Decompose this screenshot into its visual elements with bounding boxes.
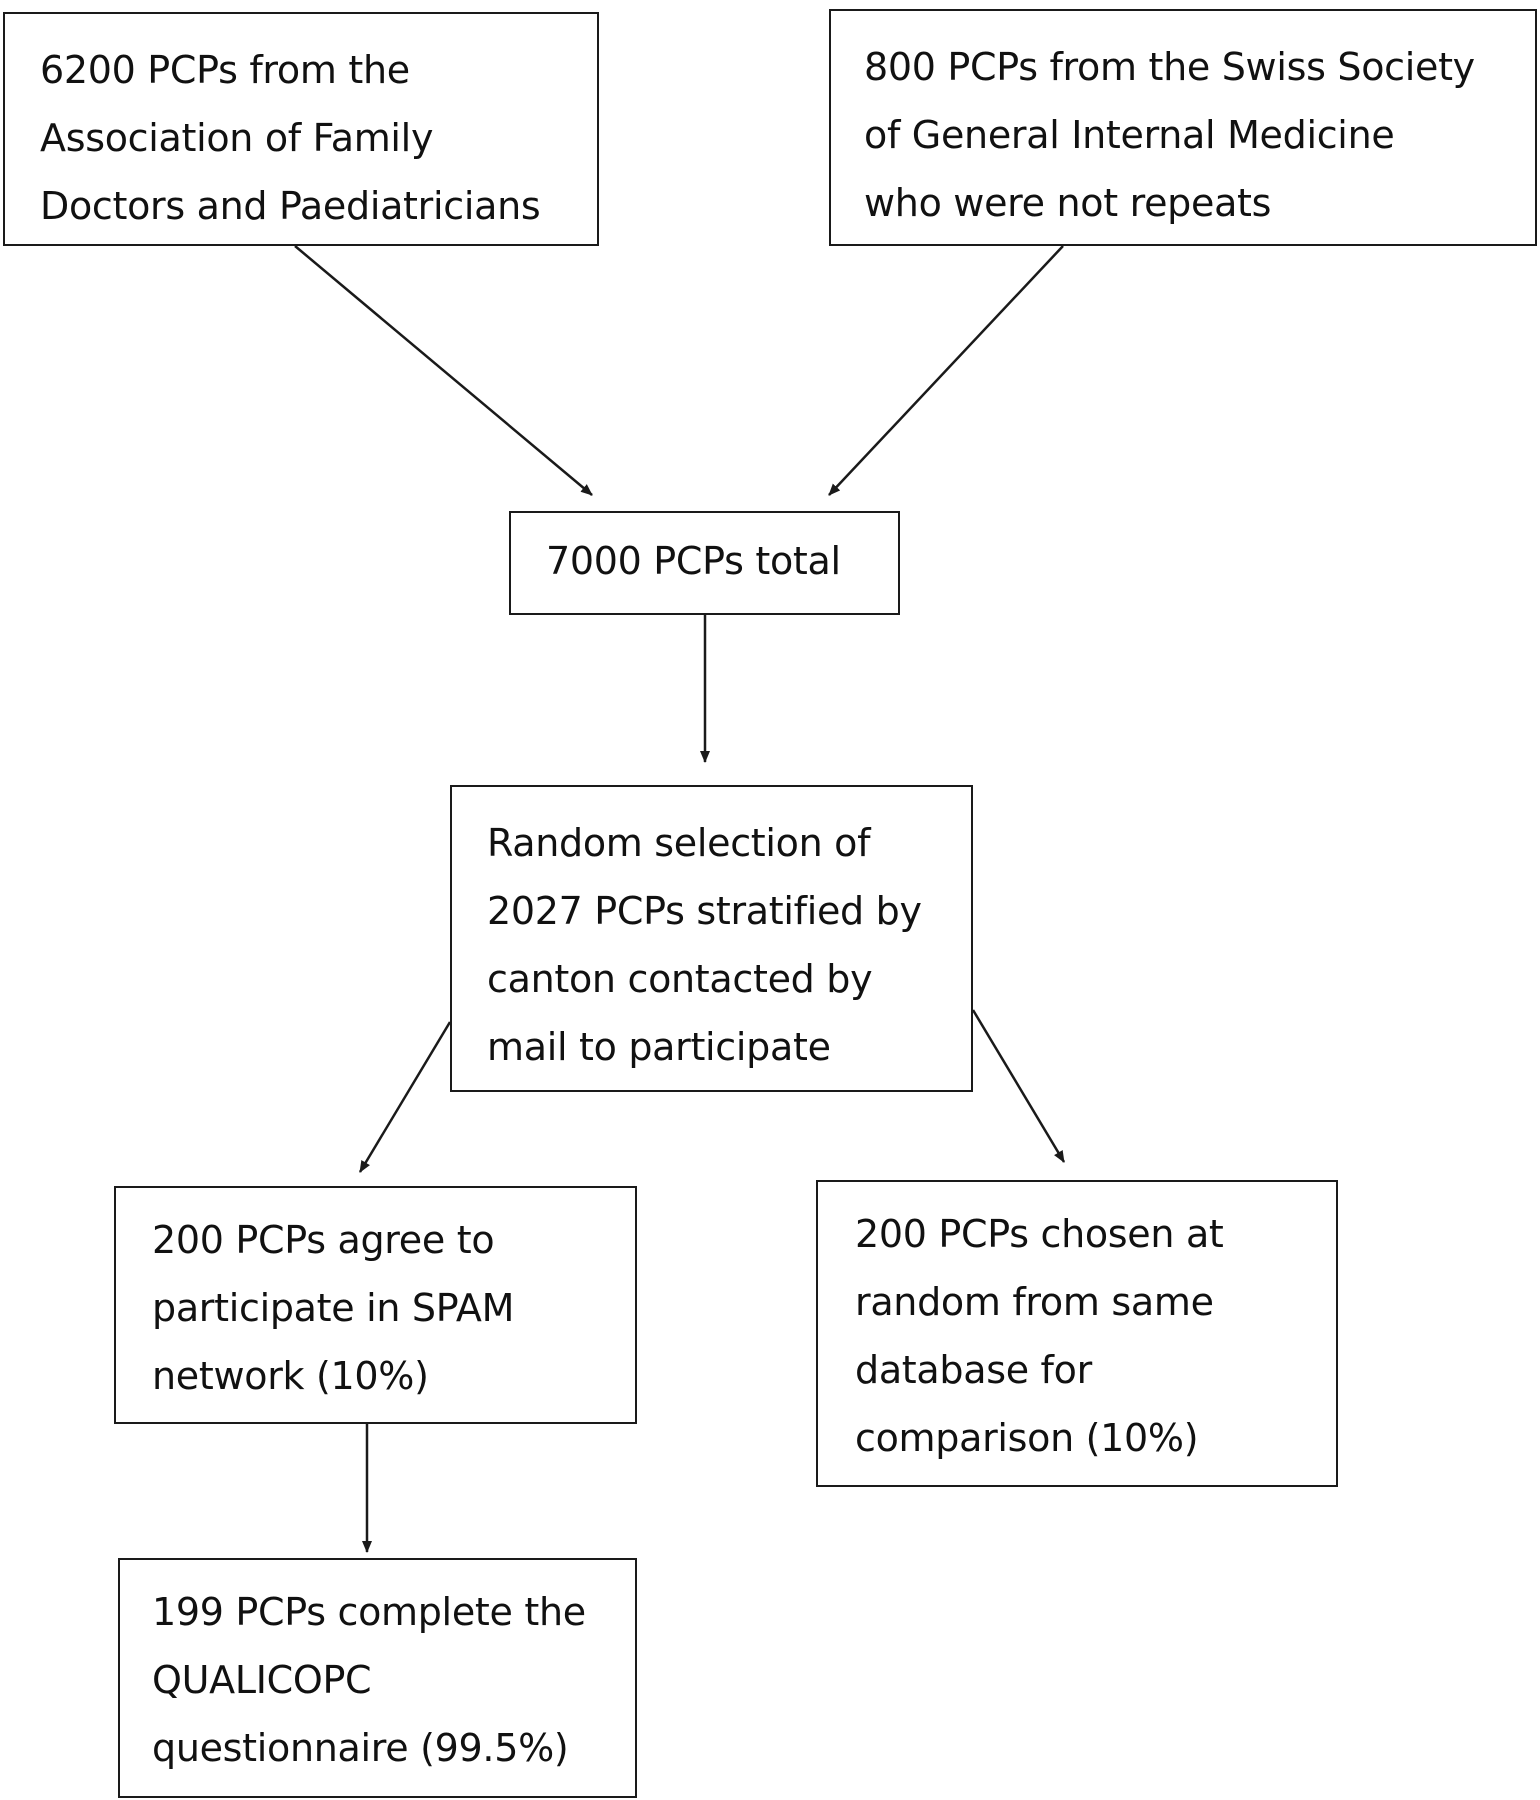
box-text-line: Doctors and Paediatricians	[40, 184, 541, 228]
random-selection-box: Random selection of 2027 PCPs stratified…	[450, 785, 973, 1092]
box-text-line: comparison (10%)	[855, 1416, 1199, 1460]
arrow-association-to-total	[294, 245, 593, 496]
box-text-line: network (10%)	[152, 1354, 429, 1398]
box-text-line: QUALICOPC	[152, 1658, 372, 1702]
box-text-line: 800 PCPs from the Swiss Society	[864, 45, 1475, 89]
questionnaire-box: 199 PCPs complete the QUALICOPC question…	[118, 1558, 637, 1798]
box-text-line: Association of Family	[40, 116, 434, 160]
box-text-line: canton contacted by	[487, 957, 873, 1001]
box-text-line: who were not repeats	[864, 181, 1272, 225]
spam-network-box: 200 PCPs agree to participate in SPAM ne…	[114, 1186, 637, 1424]
box-text-line: random from same	[855, 1280, 1214, 1324]
arrow-selection-to-spam	[358, 1021, 452, 1173]
box-text-line: 199 PCPs complete the	[152, 1590, 586, 1634]
box-text-line: 7000 PCPs total	[546, 539, 841, 583]
box-text-line: 200 PCPs chosen at	[855, 1212, 1224, 1256]
source-sgim-box: 800 PCPs from the Swiss Society of Gener…	[829, 9, 1537, 246]
source-association-box: 6200 PCPs from the Association of Family…	[3, 12, 599, 246]
box-text-line: of General Internal Medicine	[864, 113, 1395, 157]
box-text-line: questionnaire (99.5%)	[152, 1726, 569, 1770]
box-text-line: database for	[855, 1348, 1092, 1392]
box-text-line: Random selection of	[487, 821, 871, 865]
box-text-line: 6200 PCPs from the	[40, 48, 410, 92]
box-text-line: 200 PCPs agree to	[152, 1218, 495, 1262]
total-pcps-box: 7000 PCPs total	[509, 511, 900, 615]
arrow-sgim-to-total	[828, 245, 1064, 496]
box-text-line: mail to participate	[487, 1025, 831, 1069]
arrow-selection-to-comparison	[971, 1009, 1066, 1163]
comparison-group-box: 200 PCPs chosen at random from same data…	[816, 1180, 1338, 1487]
box-text-line: 2027 PCPs stratified by	[487, 889, 922, 933]
box-text-line: participate in SPAM	[152, 1286, 515, 1330]
